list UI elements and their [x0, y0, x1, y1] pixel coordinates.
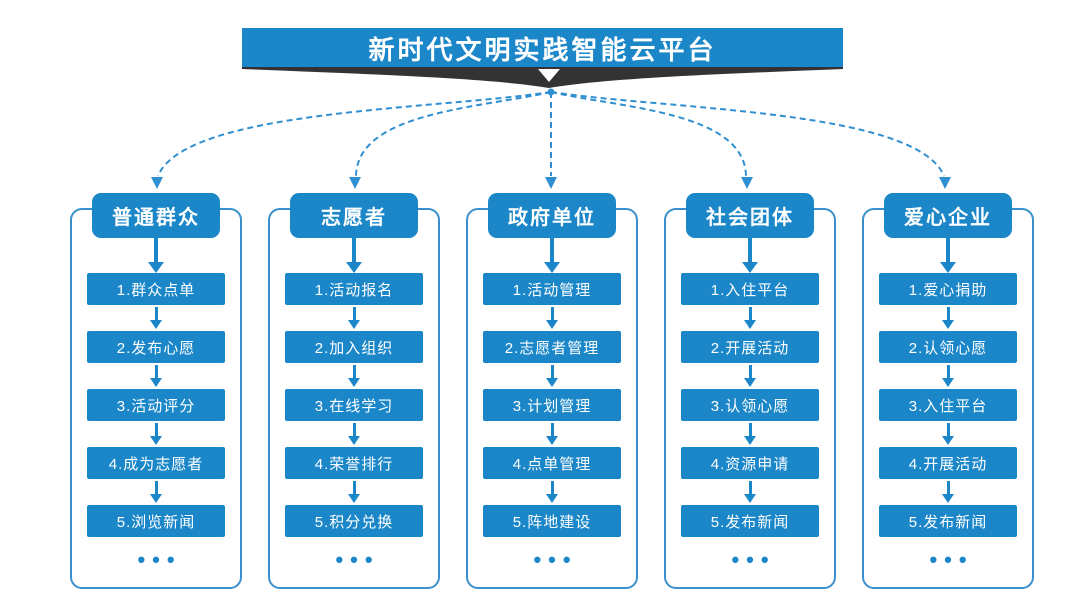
step-box: 4.资源申请 — [681, 447, 819, 479]
down-arrow-icon — [744, 305, 756, 331]
step-box: 3.认领心愿 — [681, 389, 819, 421]
down-arrow-icon — [744, 421, 756, 447]
column-government-units: 政府单位 1.活动管理 2.志愿者管理 3.计划管理 4.点单管理 5.阵地建设… — [466, 193, 638, 591]
step-box: 1.活动报名 — [285, 273, 423, 305]
down-arrow-icon — [744, 363, 756, 389]
down-arrow-icon — [348, 421, 360, 447]
ellipsis: ••• — [533, 547, 578, 572]
ellipsis: ••• — [335, 547, 380, 572]
down-arrow-icon — [942, 479, 954, 505]
step-box: 1.活动管理 — [483, 273, 621, 305]
step-box: 1.群众点单 — [87, 273, 225, 305]
down-arrow-icon — [942, 421, 954, 447]
column-volunteers: 志愿者 1.活动报名 2.加入组织 3.在线学习 4.荣誉排行 5.积分兑换 •… — [268, 193, 440, 591]
down-arrow-icon — [348, 305, 360, 331]
connector-to-column-1 — [157, 91, 552, 177]
connector-to-column-4 — [550, 91, 747, 177]
down-arrow-icon — [744, 479, 756, 505]
step-box: 5.发布新闻 — [879, 505, 1017, 537]
column-flow: 1.活动报名 2.加入组织 3.在线学习 4.荣誉排行 5.积分兑换 ••• — [268, 238, 440, 572]
step-box: 3.在线学习 — [285, 389, 423, 421]
down-arrow-icon — [942, 305, 954, 331]
step-box: 1.入住平台 — [681, 273, 819, 305]
step-box: 2.加入组织 — [285, 331, 423, 363]
down-arrow-icon — [546, 305, 558, 331]
step-box: 3.入住平台 — [879, 389, 1017, 421]
column-header: 社会团体 — [686, 193, 814, 238]
down-arrow-icon — [346, 238, 362, 273]
step-box: 1.爱心捐助 — [879, 273, 1017, 305]
step-box: 2.认领心愿 — [879, 331, 1017, 363]
down-arrow-icon — [150, 479, 162, 505]
step-box: 5.发布新闻 — [681, 505, 819, 537]
step-box: 4.点单管理 — [483, 447, 621, 479]
down-arrow-icon — [546, 363, 558, 389]
ribbon-shape — [242, 67, 843, 88]
connector-to-column-5 — [550, 91, 945, 177]
column-general-public: 普通群众 1.群众点单 2.发布心愿 3.活动评分 4.成为志愿者 5.浏览新闻… — [70, 193, 242, 591]
arrowhead-icon — [939, 177, 951, 189]
step-box: 4.开展活动 — [879, 447, 1017, 479]
down-arrow-icon — [348, 479, 360, 505]
step-box: 3.计划管理 — [483, 389, 621, 421]
down-arrow-icon — [742, 238, 758, 273]
step-box: 2.开展活动 — [681, 331, 819, 363]
down-arrow-icon — [150, 305, 162, 331]
arrowhead-icon — [349, 177, 361, 189]
arrowhead-icon — [741, 177, 753, 189]
step-box: 2.志愿者管理 — [483, 331, 621, 363]
column-header: 志愿者 — [290, 193, 418, 238]
down-arrow-icon — [546, 421, 558, 447]
down-arrow-icon — [546, 479, 558, 505]
column-flow: 1.入住平台 2.开展活动 3.认领心愿 4.资源申请 5.发布新闻 ••• — [664, 238, 836, 572]
column-header: 普通群众 — [92, 193, 220, 238]
step-box: 3.活动评分 — [87, 389, 225, 421]
column-header: 政府单位 — [488, 193, 616, 238]
column-flow: 1.群众点单 2.发布心愿 3.活动评分 4.成为志愿者 5.浏览新闻 ••• — [70, 238, 242, 572]
column-caring-enterprises: 爱心企业 1.爱心捐助 2.认领心愿 3.入住平台 4.开展活动 5.发布新闻 … — [862, 193, 1034, 591]
step-box: 5.积分兑换 — [285, 505, 423, 537]
title-ribbon — [242, 67, 843, 88]
arrowhead-icon — [545, 177, 557, 189]
connector-fan — [151, 88, 951, 189]
down-arrow-icon — [148, 238, 164, 273]
step-box: 2.发布心愿 — [87, 331, 225, 363]
column-flow: 1.爱心捐助 2.认领心愿 3.入住平台 4.开展活动 5.发布新闻 ••• — [862, 238, 1034, 572]
down-arrow-icon — [544, 238, 560, 273]
step-box: 5.浏览新闻 — [87, 505, 225, 537]
column-social-groups: 社会团体 1.入住平台 2.开展活动 3.认领心愿 4.资源申请 5.发布新闻 … — [664, 193, 836, 591]
column-flow: 1.活动管理 2.志愿者管理 3.计划管理 4.点单管理 5.阵地建设 ••• — [466, 238, 638, 572]
down-arrow-icon — [538, 69, 560, 82]
ellipsis: ••• — [731, 547, 776, 572]
ellipsis: ••• — [929, 547, 974, 572]
step-box: 5.阵地建设 — [483, 505, 621, 537]
step-box: 4.荣誉排行 — [285, 447, 423, 479]
down-arrow-icon — [942, 363, 954, 389]
down-arrow-icon — [150, 421, 162, 447]
connector-to-column-2 — [355, 91, 552, 177]
down-arrow-icon — [150, 363, 162, 389]
column-header: 爱心企业 — [884, 193, 1012, 238]
step-box: 4.成为志愿者 — [87, 447, 225, 479]
ellipsis: ••• — [137, 547, 182, 572]
arrowhead-icon — [151, 177, 163, 189]
down-arrow-icon — [348, 363, 360, 389]
page-title: 新时代文明实践智能云平台 — [242, 28, 843, 68]
fan-origin-dot — [547, 88, 555, 96]
down-arrow-icon — [940, 238, 956, 273]
